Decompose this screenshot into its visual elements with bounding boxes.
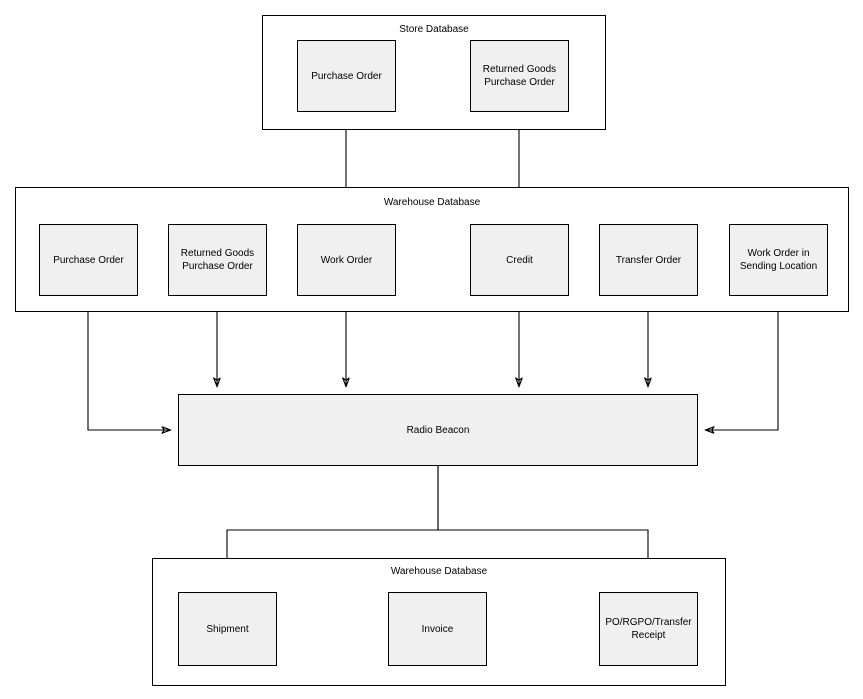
- node-wh-credit[interactable]: Credit: [470, 224, 569, 296]
- container-title-store-db-top: Store Database: [399, 24, 469, 35]
- edge-wh-wosl-to-radio-beacon: [706, 296, 779, 430]
- node-wh-purchase-order[interactable]: Purchase Order: [39, 224, 138, 296]
- container-title-warehouse-db-bottom: Warehouse Database: [390, 566, 488, 577]
- node-wh-transfer-order[interactable]: Transfer Order: [599, 224, 698, 296]
- node-radio-beacon[interactable]: Radio Beacon: [178, 394, 698, 466]
- node-store-purchase-order[interactable]: Purchase Order: [297, 40, 396, 112]
- node-po-rgpo-transfer-receipt[interactable]: PO/RGPO/Transfer Receipt: [599, 592, 698, 666]
- node-invoice[interactable]: Invoice: [388, 592, 487, 666]
- container-title-warehouse-db-mid: Warehouse Database: [383, 197, 481, 208]
- node-wh-returned-goods-purchase-order[interactable]: Returned Goods Purchase Order: [168, 224, 267, 296]
- node-store-returned-goods-purchase-order[interactable]: Returned Goods Purchase Order: [470, 40, 569, 112]
- node-wh-work-order-sending-location[interactable]: Work Order in Sending Location: [729, 224, 828, 296]
- node-shipment[interactable]: Shipment: [178, 592, 277, 666]
- edge-wh-po-to-radio-beacon: [87, 296, 170, 430]
- node-wh-work-order[interactable]: Work Order: [297, 224, 396, 296]
- container-warehouse-db-mid: [15, 187, 849, 312]
